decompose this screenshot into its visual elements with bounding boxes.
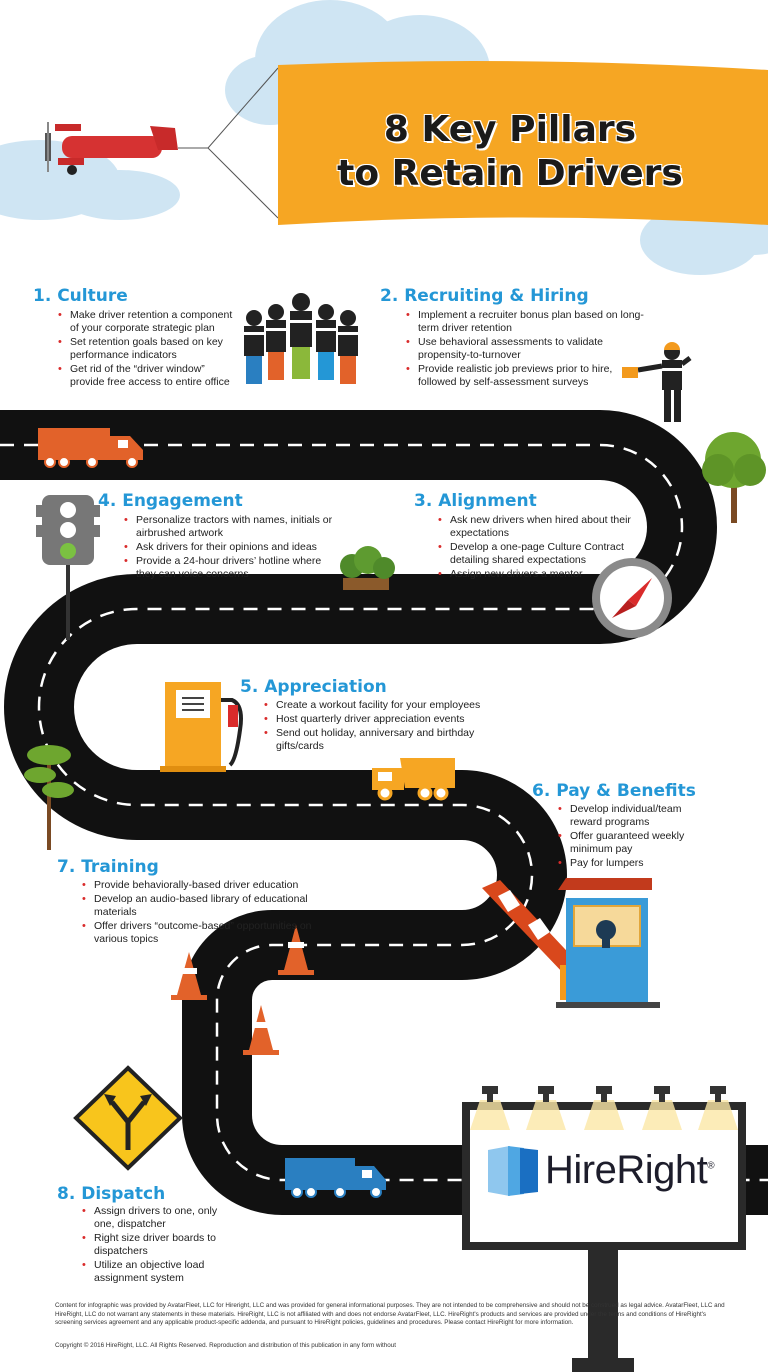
section-title-culture: 1. Culture xyxy=(33,286,128,306)
fork-sign-icon xyxy=(73,1065,183,1171)
title-line-2: to Retain Drivers xyxy=(337,153,683,194)
page-title: 8 Key Pillars to Retain Drivers xyxy=(300,108,720,196)
biplane-icon xyxy=(45,122,208,175)
list-item: Provide a 24-hour drivers’ hotline where… xyxy=(124,555,334,581)
list-item: Develop a one-page Culture Contract deta… xyxy=(438,541,660,567)
banner-icon xyxy=(278,61,768,225)
hireright-logo-text: HireRight® xyxy=(545,1148,715,1193)
section-title-pay-benefits: 6. Pay & Benefits xyxy=(532,781,696,801)
list-item: Ask drivers for their opinions and ideas xyxy=(124,541,334,554)
list-item: Offer drivers “outcome-based” opportunit… xyxy=(82,920,322,946)
list-item: Provide behaviorally-based driver educat… xyxy=(82,879,322,892)
list-item: Offer guaranteed weekly minimum pay xyxy=(558,830,708,856)
traffic-cone-icon xyxy=(243,1005,279,1055)
list-item: Assign drivers to one, only one, dispatc… xyxy=(82,1205,222,1231)
truck-icon xyxy=(285,1158,386,1198)
traffic-cone-icon xyxy=(171,952,207,1000)
hireright-logo-mark xyxy=(488,1146,538,1196)
traffic-light-icon xyxy=(36,495,100,640)
list-item: Right size driver boards to dispatchers xyxy=(82,1232,222,1258)
alignment-list: Ask new drivers when hired about their e… xyxy=(438,514,660,582)
bush-icon xyxy=(340,546,395,590)
list-item: Host quarterly driver appreciation event… xyxy=(264,713,504,726)
appreciation-list: Create a workout facility for your emplo… xyxy=(264,699,504,754)
toll-booth-icon xyxy=(482,878,660,1008)
culture-list: Make driver retention a component of you… xyxy=(58,309,238,390)
dispatch-list: Assign drivers to one, only one, dispatc… xyxy=(82,1205,222,1286)
list-item: Create a workout facility for your emplo… xyxy=(264,699,504,712)
list-item: Pay for lumpers xyxy=(558,857,708,870)
title-line-1: 8 Key Pillars xyxy=(383,109,637,150)
list-item: Implement a recruiter bonus plan based o… xyxy=(406,309,646,335)
disclaimer-text: Content for infographic was provided by … xyxy=(55,1302,725,1326)
list-item: Utilize an objective load assignment sys… xyxy=(82,1259,222,1285)
list-item: Set retention goals based on key perform… xyxy=(58,336,238,362)
section-title-recruiting: 2. Recruiting & Hiring xyxy=(380,286,589,306)
list-item: Provide realistic job previews prior to … xyxy=(406,363,646,389)
section-title-engagement: 4. Engagement xyxy=(98,491,243,511)
list-item: Make driver retention a component of you… xyxy=(58,309,238,335)
section-title-dispatch: 8. Dispatch xyxy=(57,1184,166,1204)
list-item: Personalize tractors with names, initial… xyxy=(124,514,334,540)
dump-truck-icon xyxy=(372,758,455,801)
truck-icon xyxy=(38,428,143,468)
pay-benefits-list: Develop individual/team reward programs … xyxy=(558,803,708,871)
recruiting-list: Implement a recruiter bonus plan based o… xyxy=(406,309,646,390)
list-item: Use behavioral assessments to validate p… xyxy=(406,336,646,362)
section-title-alignment: 3. Alignment xyxy=(414,491,537,511)
copyright-text: Copyright © 2016 HireRight, LLC. All Rig… xyxy=(55,1342,397,1349)
list-item: Develop an audio-based library of educat… xyxy=(82,893,322,919)
section-title-training: 7. Training xyxy=(57,857,159,877)
tree-icon xyxy=(24,745,74,850)
list-item: Ask new drivers when hired about their e… xyxy=(438,514,660,540)
billboard-icon xyxy=(462,1102,746,1372)
cloud-icon xyxy=(0,140,180,220)
road xyxy=(0,404,768,1221)
tree-icon xyxy=(702,432,766,523)
logo-wordmark: HireRight xyxy=(545,1148,708,1192)
engagement-list: Personalize tractors with names, initial… xyxy=(124,514,334,582)
training-list: Provide behaviorally-based driver educat… xyxy=(82,879,322,947)
spotlight-icon xyxy=(470,1086,738,1130)
logo-registered-mark: ® xyxy=(707,1160,715,1172)
section-title-appreciation: 5. Appreciation xyxy=(240,677,387,697)
workers-icon xyxy=(244,293,358,384)
list-item: Develop individual/team reward programs xyxy=(558,803,708,829)
gas-pump-icon xyxy=(160,682,243,772)
list-item: Get rid of the “driver window” provide f… xyxy=(58,363,238,389)
list-item: Send out holiday, anniversary and birthd… xyxy=(264,727,504,753)
list-item: Assign new drivers a mentor xyxy=(438,568,660,581)
